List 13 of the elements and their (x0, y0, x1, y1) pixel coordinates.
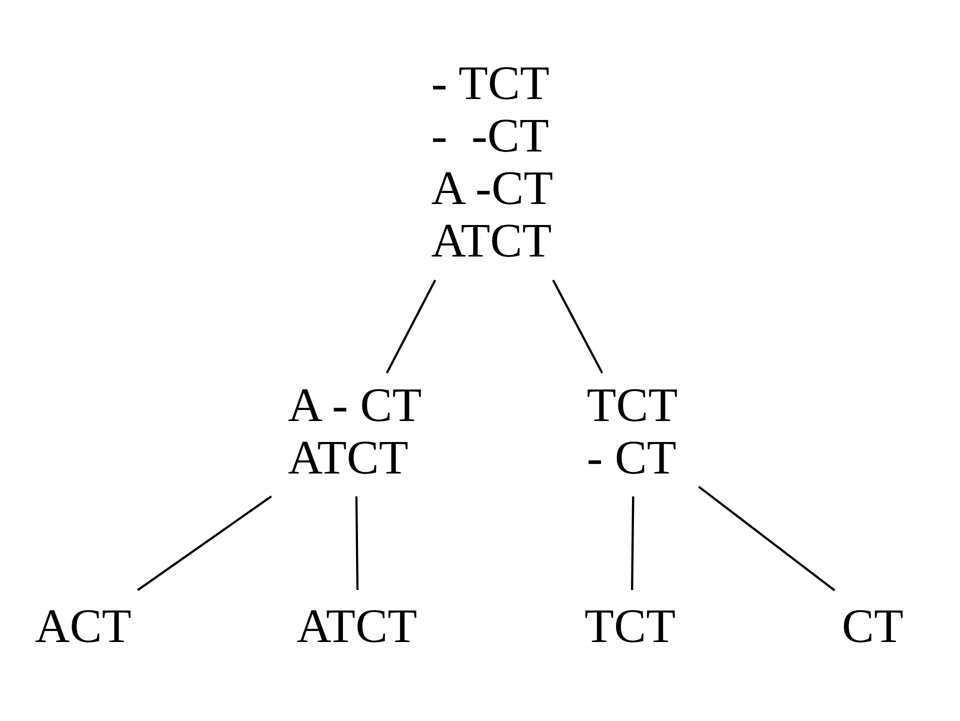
connector (552, 280, 604, 374)
node-text: TCT (584, 600, 676, 654)
node-text: CT (842, 600, 904, 654)
node-text: ACT (34, 600, 132, 654)
connector (630, 496, 634, 590)
node-text: TCT - CT (586, 378, 678, 484)
node-text: ATCT (296, 600, 418, 654)
connector (355, 496, 359, 590)
connector (698, 486, 836, 592)
connector (386, 280, 436, 374)
node-text: A - CT ATCT (288, 378, 422, 484)
node-text: - TCT - -CT A -CT ATCT (431, 57, 554, 268)
connector (137, 495, 272, 591)
